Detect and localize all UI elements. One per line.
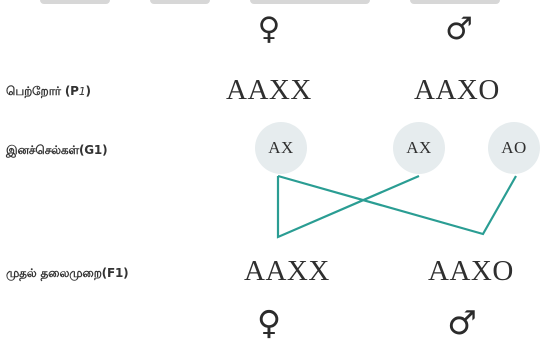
parent-female-genotype: AAXX	[226, 74, 312, 106]
male-symbol-f1: ♂	[447, 303, 477, 342]
female-symbol-f1: ♀	[256, 303, 282, 342]
gamete-label: AX	[268, 138, 294, 157]
f1-row-label: முதல் தலைமுறை(F1)	[6, 266, 129, 280]
parent-male-genotype: AAXO	[414, 74, 500, 106]
cropped-top-edge	[0, 0, 542, 6]
gamete-label: AO	[501, 138, 527, 157]
male-symbol-parent: ♂	[445, 11, 473, 47]
male-gamete-connector	[277, 174, 517, 236]
female-symbol-parent: ♀	[257, 11, 281, 47]
parents-row-label: பெற்றோர் (P1)	[6, 84, 91, 98]
female-gamete-connector	[276, 174, 420, 239]
f1-male-genotype: AAXO	[428, 255, 514, 287]
gamete-label: AX	[406, 138, 432, 157]
gamete-male-ax: AX	[393, 122, 445, 174]
f1-female-genotype: AAXX	[244, 255, 330, 287]
gamete-female-ax: AX	[255, 122, 307, 174]
gamete-male-ao: AO	[488, 122, 540, 174]
gametes-row-label: இனச்செல்கள்(G1)	[6, 143, 108, 157]
